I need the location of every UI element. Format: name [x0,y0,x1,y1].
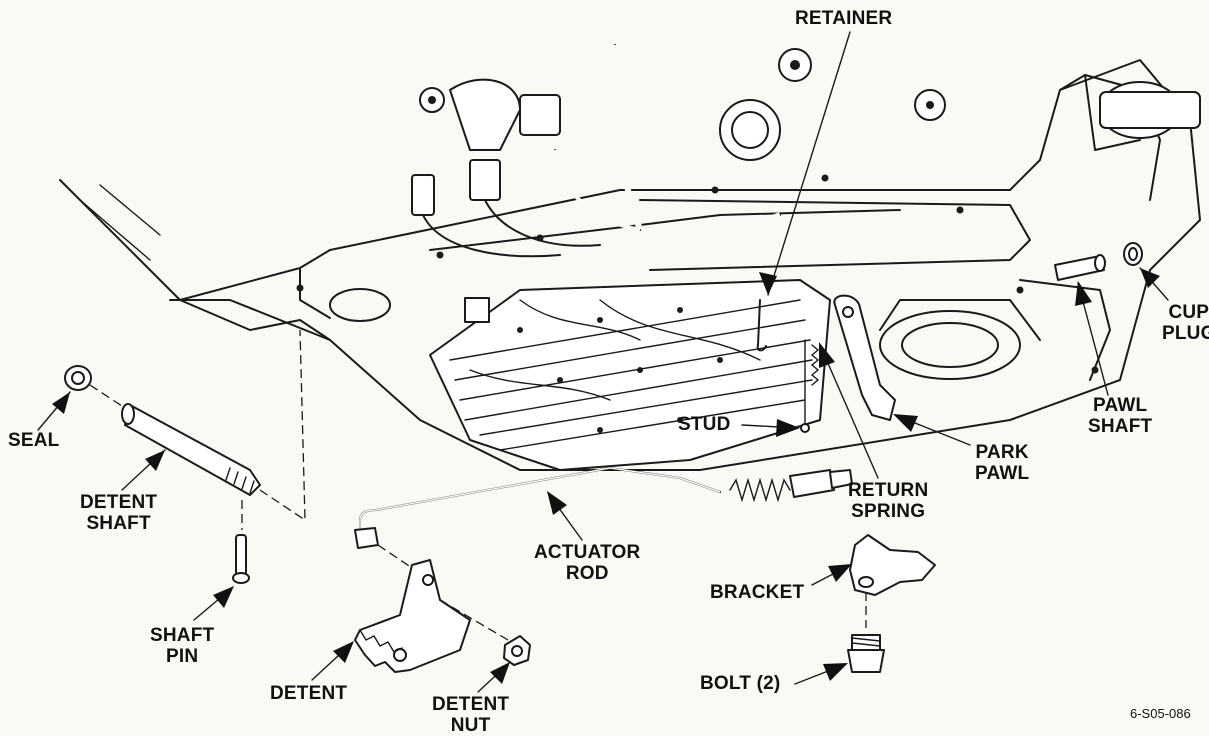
figure-code: 6-S05-086 [1130,706,1191,721]
park-pawl-part [833,294,896,421]
detent-shaft-part [89,329,306,522]
label-retainer: RETAINER [795,8,893,29]
label-detent: DETENT [270,683,348,704]
label-stud: STUD [678,414,731,435]
label-actuator-rod: ACTUATOR ROD [534,542,641,584]
transmission-case [59,48,1201,471]
actuator-rod-part [354,467,853,571]
detent-nut-part [503,635,531,666]
label-park-pawl: PARK PAWL [975,442,1030,484]
seal-part [64,365,92,391]
label-detent-nut: DETENT NUT [432,694,510,736]
label-return-spring: RETURN SPRING [848,480,929,522]
wiring-harness [411,44,782,258]
detent-part [354,559,509,673]
leader-lines [37,31,1169,693]
label-bracket: BRACKET [710,582,805,603]
pawl-shaft-part [1054,242,1143,281]
label-bolt: BOLT (2) [700,673,781,694]
retainer-assembly [756,299,820,433]
bolt-part [847,634,885,673]
bracket-part [849,534,936,628]
label-pawl-shaft: PAWL SHAFT [1088,395,1153,437]
shaft-pin-part [232,500,250,584]
label-detent-shaft: DETENT SHAFT [80,492,158,534]
label-shaft-pin: SHAFT PIN [150,625,215,667]
valve-body [429,279,831,471]
label-seal: SEAL [8,430,60,451]
label-cup-plug: CUP PLUG [1162,302,1209,344]
